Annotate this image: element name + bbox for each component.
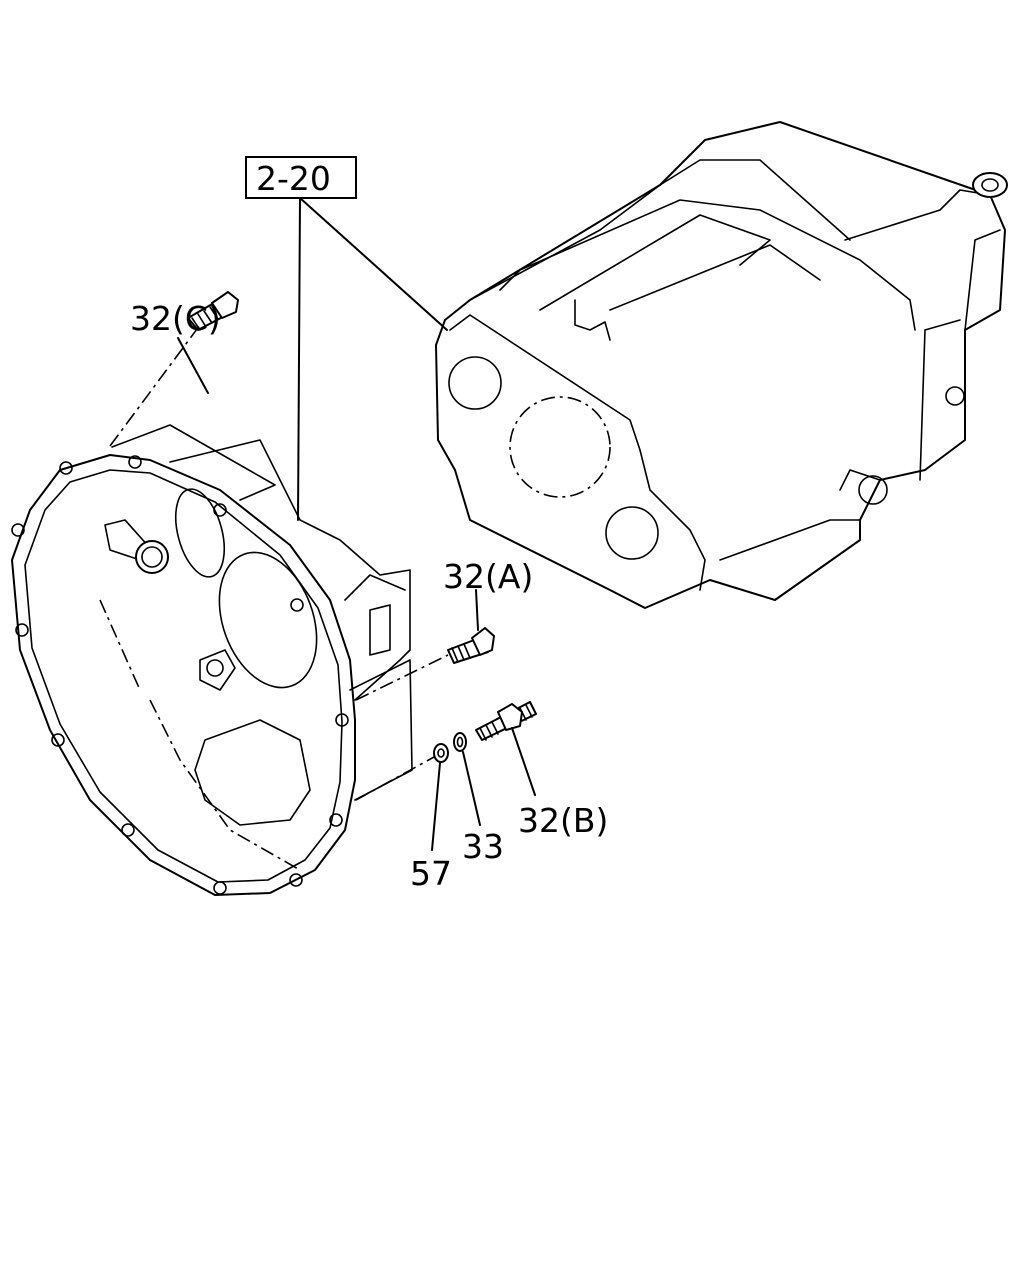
rim-bolt-holes [11, 455, 349, 895]
stud-32b [475, 701, 537, 796]
reference-leaders [297, 197, 448, 521]
clutch-housing [11, 439, 413, 896]
callout-32a: 32(A) [443, 557, 533, 596]
callout-57: 57 [410, 854, 452, 893]
reference-box: 2-20 [245, 156, 357, 199]
reference-label: 2-20 [256, 159, 331, 198]
callout-33: 33 [462, 827, 504, 866]
bolt-32c [177, 291, 239, 394]
callout-32b: 32(B) [518, 801, 608, 840]
stud-32b-centerline [355, 756, 435, 801]
washer-33 [453, 732, 481, 826]
bolt-32c-pointer [111, 424, 276, 501]
bolt-32c-centerline [109, 324, 201, 447]
bolt-32a [447, 589, 495, 664]
transmission-case [435, 121, 1008, 609]
bolt-32a-centerline [355, 654, 449, 701]
washer-57 [431, 743, 449, 851]
callout-32c: 32(C) [130, 299, 221, 338]
